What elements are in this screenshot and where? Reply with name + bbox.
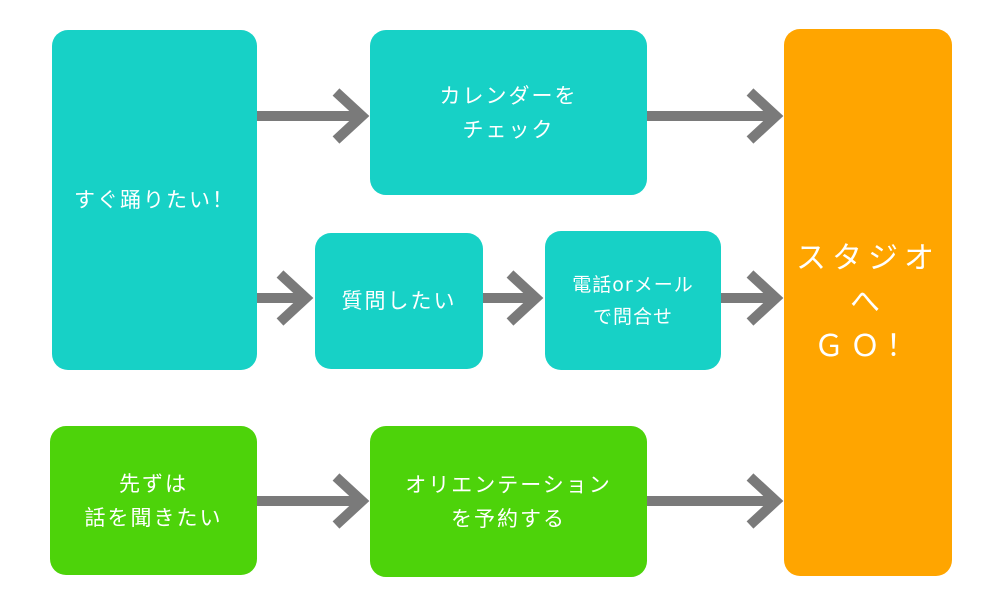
- node-go-studio: スタジオ へ ＧＯ！: [784, 29, 952, 576]
- arrow-question-to-contact: [483, 270, 544, 326]
- arrow-calendar-to-studio: [647, 88, 784, 144]
- node-talk-first: 先ずは 話を聞きたい: [50, 426, 257, 575]
- arrow-dance-to-calendar: [257, 88, 370, 144]
- node-book-orientation: オリエンテーション を予約する: [370, 426, 647, 577]
- arrow-dance-to-question: [257, 270, 314, 326]
- arrow-orientation-to-studio: [647, 473, 784, 529]
- node-ask-question: 質問したい: [315, 233, 483, 369]
- arrow-talk-to-orientation: [257, 473, 370, 529]
- node-contact: 電話orメール で問合せ: [545, 231, 721, 370]
- node-dance-now: すぐ踊りたい！: [52, 30, 257, 370]
- node-check-calendar: カレンダーを チェック: [370, 30, 647, 195]
- arrow-contact-to-studio: [721, 270, 784, 326]
